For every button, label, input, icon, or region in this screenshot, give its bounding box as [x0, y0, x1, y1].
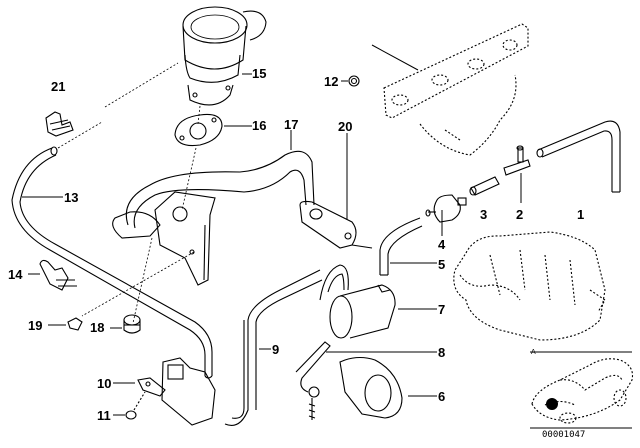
callout-5[interactable]: 5 — [438, 257, 446, 272]
callout-7[interactable]: 7 — [438, 302, 446, 317]
callout-18[interactable]: 18 — [90, 320, 105, 335]
part-10-switch-valve[interactable] — [137, 357, 216, 426]
callout-20[interactable]: 20 — [338, 119, 353, 134]
part-7-canister[interactable] — [329, 284, 396, 339]
inset-marker: A — [531, 349, 536, 356]
dash-21-a — [104, 62, 179, 108]
callout-4[interactable]: 4 — [438, 237, 446, 252]
part-11-screw[interactable] — [125, 391, 146, 420]
part-5-hose[interactable] — [379, 217, 423, 276]
callout-17[interactable]: 17 — [284, 117, 299, 132]
part-1-hose[interactable] — [536, 120, 621, 193]
callout-11[interactable]: 11 — [97, 408, 111, 423]
exhaust-manifold — [383, 23, 529, 156]
callout-21[interactable]: 21 — [51, 79, 66, 94]
callout-15[interactable]: 15 — [252, 66, 267, 81]
callout-6[interactable]: 6 — [438, 389, 446, 404]
dash-bracket-19 — [81, 251, 195, 317]
callout-2[interactable]: 2 — [516, 207, 524, 222]
part-13-hose[interactable] — [11, 146, 213, 379]
part-9-hose[interactable] — [224, 269, 323, 426]
part-16-gasket[interactable] — [174, 113, 223, 147]
part-14-clip[interactable] — [39, 259, 77, 291]
part-18-grommet[interactable] — [123, 314, 141, 334]
hose-near-canister — [319, 264, 349, 301]
dash-bracket-18 — [132, 237, 153, 324]
callout-8[interactable]: 8 — [438, 345, 446, 360]
callout-14[interactable]: 14 — [8, 267, 23, 282]
dash-21-b — [57, 121, 103, 149]
callout-3[interactable]: 3 — [480, 207, 488, 222]
part-21-clip[interactable] — [45, 111, 74, 137]
part-15-air-valve[interactable] — [182, 6, 267, 106]
part-3-hose[interactable] — [469, 176, 500, 196]
part-8-strap[interactable] — [295, 341, 331, 420]
part-19-rivet[interactable] — [67, 317, 83, 331]
part-20-flange[interactable] — [299, 200, 373, 249]
part-17-pipe[interactable] — [125, 150, 315, 229]
part-4-check-valve[interactable] — [425, 194, 467, 223]
locator-car — [531, 358, 634, 424]
callout-16[interactable]: 16 — [252, 118, 267, 133]
document-code: 00001047 — [542, 430, 586, 440]
engine-inset — [453, 231, 606, 341]
callout-10[interactable]: 10 — [97, 376, 112, 391]
callout-9[interactable]: 9 — [272, 342, 280, 357]
locator-highlight-dot — [546, 398, 558, 410]
part-6-holder[interactable] — [339, 356, 403, 419]
dash-16-bracket — [181, 147, 197, 211]
part-12-nut[interactable] — [348, 75, 360, 87]
callout-13[interactable]: 13 — [64, 190, 79, 205]
callout-1[interactable]: 1 — [577, 207, 585, 222]
part-2-tee[interactable] — [503, 145, 531, 176]
callout-12[interactable]: 12 — [324, 74, 339, 89]
part-bracket-assembly[interactable] — [112, 191, 216, 286]
leader-manifold — [371, 44, 419, 71]
callout-19[interactable]: 19 — [28, 318, 43, 333]
dash-15-16 — [197, 105, 201, 125]
